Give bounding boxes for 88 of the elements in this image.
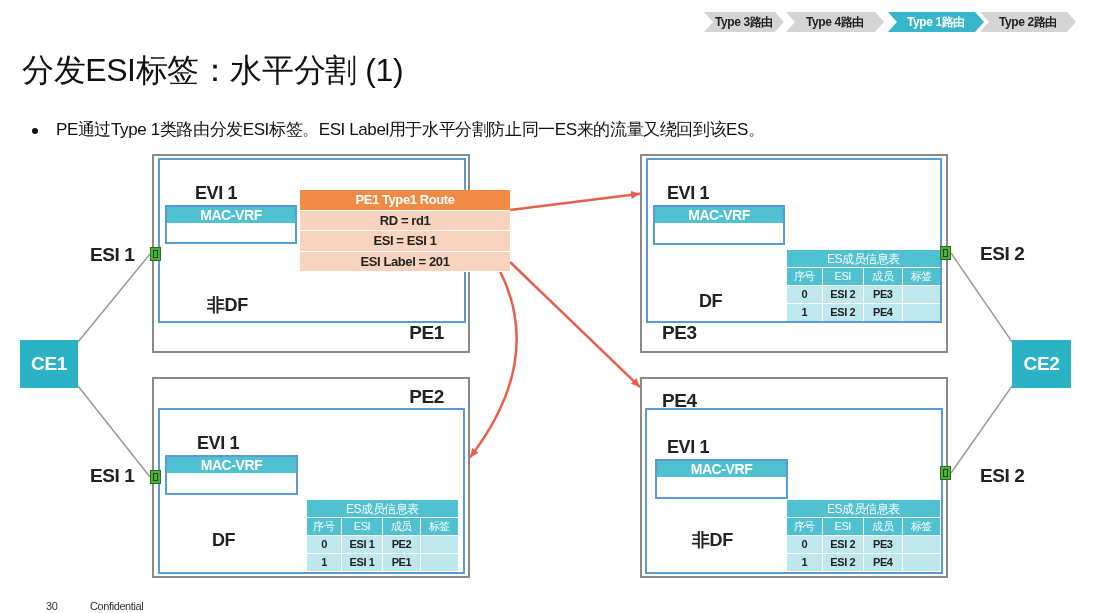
table-header: ES成员信息表 xyxy=(787,500,940,517)
page-number: 30 xyxy=(46,599,58,613)
df-role-label: 非DF xyxy=(692,529,733,552)
table-header: ES成员信息表 xyxy=(307,500,458,517)
table-cell: ESI Label = 201 xyxy=(300,251,510,272)
breadcrumb-tab: Type 2路由 xyxy=(980,12,1076,32)
table-cell: PE4 xyxy=(864,554,902,571)
mac-vrf-table xyxy=(165,205,297,244)
esi-label: ESI 1 xyxy=(90,464,135,488)
route-table xyxy=(300,190,510,270)
port-icon xyxy=(940,466,951,480)
es-member-table xyxy=(787,250,937,321)
table-cell: RD = rd1 xyxy=(300,210,510,231)
device-label: PE3 xyxy=(662,320,697,345)
evi-label: EVI 1 xyxy=(197,432,240,455)
column-header: 标签 xyxy=(902,268,940,285)
evi-box xyxy=(158,408,465,574)
table-cell: PE3 xyxy=(864,286,902,303)
table-header: MAC-VRF xyxy=(655,207,783,223)
table-cell: PE1 xyxy=(383,554,420,571)
table-cell: ESI 2 xyxy=(822,304,863,321)
breadcrumb-tab: Type 1路由 xyxy=(888,12,984,32)
table-cell: PE2 xyxy=(383,536,420,553)
device-label: PE1 xyxy=(409,320,444,345)
table-cell: ESI = ESI 1 xyxy=(300,231,510,252)
evi-label: EVI 1 xyxy=(195,182,238,205)
breadcrumb-tab: Type 3路由 xyxy=(704,12,784,32)
table-cell: 1 xyxy=(787,304,822,321)
column-header: ESI xyxy=(822,518,863,535)
device-box xyxy=(640,377,948,578)
es-member-table xyxy=(787,500,937,571)
evi-label: EVI 1 xyxy=(667,182,710,205)
es-member-table xyxy=(307,500,455,571)
table-cell: ESI 1 xyxy=(342,536,382,553)
table-header: MAC-VRF xyxy=(167,207,295,223)
df-role-label: 非DF xyxy=(207,294,248,317)
mac-vrf-table xyxy=(165,455,298,495)
connector-line xyxy=(77,253,151,343)
table-header: MAC-VRF xyxy=(657,461,786,477)
evi-label: EVI 1 xyxy=(667,436,710,459)
table-header: ES成员信息表 xyxy=(787,250,940,267)
column-header: 成员 xyxy=(383,518,420,535)
table-cell: ESI 2 xyxy=(822,536,863,553)
column-header: ESI xyxy=(342,518,382,535)
table-cell: PE3 xyxy=(864,536,902,553)
table-cell: 0 xyxy=(307,536,342,553)
table-cell: 0 xyxy=(787,536,822,553)
ce-device-box: CE1 xyxy=(20,340,78,388)
device-box xyxy=(152,377,470,578)
bullet-text: PE通过Type 1类路由分发ESI标签。ESI Label用于水平分割防止同一ES来的流量又绕回到该ES。 xyxy=(56,119,765,141)
column-header: 标签 xyxy=(902,518,940,535)
df-role-label: DF xyxy=(699,290,723,313)
device-box xyxy=(640,154,948,353)
table-cell: ESI 1 xyxy=(342,554,382,571)
evi-box xyxy=(646,158,942,323)
column-header: 成员 xyxy=(864,268,902,285)
table-cell: 0 xyxy=(787,286,822,303)
mac-vrf-table xyxy=(653,205,785,245)
port-icon xyxy=(940,246,951,260)
table-header: PE1 Type1 Route xyxy=(300,190,510,211)
table-cell: PE4 xyxy=(864,304,902,321)
table-cell: 1 xyxy=(787,554,822,571)
footer-text: Confidential xyxy=(90,599,144,613)
connector-line xyxy=(77,385,151,478)
arrow xyxy=(509,190,641,212)
connector-line xyxy=(950,385,1013,474)
column-header: 标签 xyxy=(421,518,458,535)
column-header: 序号 xyxy=(787,268,822,285)
esi-label: ESI 2 xyxy=(980,464,1025,488)
mac-vrf-table xyxy=(655,459,788,499)
evi-box xyxy=(645,408,943,574)
table-cell: ESI 2 xyxy=(822,286,863,303)
table-header: MAC-VRF xyxy=(167,457,296,473)
device-label: PE2 xyxy=(409,385,444,409)
df-role-label: DF xyxy=(212,529,236,552)
breadcrumb-tab: Type 4路由 xyxy=(786,12,884,32)
ce-device-box: CE2 xyxy=(1012,340,1071,388)
esi-label: ESI 2 xyxy=(980,242,1025,266)
column-header: 序号 xyxy=(307,518,342,535)
table-cell: ESI 2 xyxy=(822,554,863,571)
device-label: PE4 xyxy=(662,389,697,413)
title: 分发ESI标签：水平分割 (1) xyxy=(22,51,404,90)
arrow xyxy=(509,261,641,388)
column-header: 序号 xyxy=(787,518,822,535)
column-header: 成员 xyxy=(864,518,902,535)
column-header: ESI xyxy=(822,268,863,285)
table-cell: 1 xyxy=(307,554,342,571)
esi-label: ESI 1 xyxy=(90,243,135,267)
